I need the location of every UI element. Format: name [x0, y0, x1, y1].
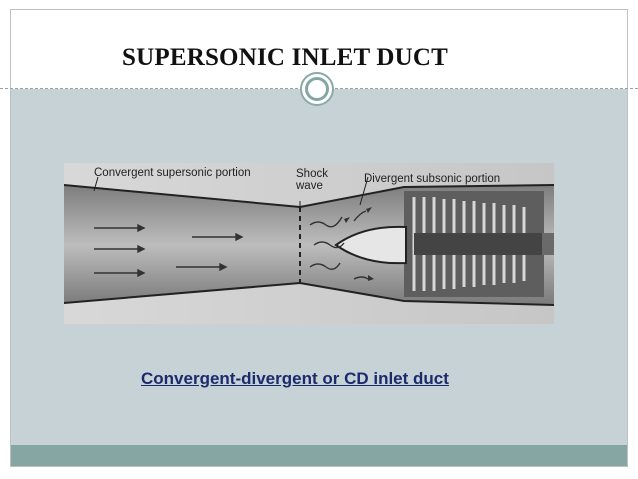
- label-shock-line2: wave: [295, 180, 323, 192]
- duct-upper-wall: [64, 184, 554, 209]
- divergent-pointer: [359, 176, 369, 206]
- subsonic-arrowheads: [344, 207, 374, 281]
- nose-cone: [334, 225, 407, 265]
- label-convergent: Convergent supersonic portion: [94, 167, 251, 179]
- decorative-circle-icon: [300, 72, 334, 106]
- exit-section: [542, 233, 554, 255]
- convergent-pointer: [93, 176, 99, 192]
- flow-arrows-supersonic: [94, 223, 244, 278]
- label-divergent: Divergent subsonic portion: [364, 173, 500, 185]
- label-shock-line1: Shock: [296, 168, 328, 180]
- footer-band: [11, 445, 627, 466]
- inlet-duct-diagram: Convergent supersonic portion Shock wave…: [64, 163, 554, 324]
- flow-arrows-subsonic: [309, 210, 369, 280]
- compressor-shaft: [414, 233, 544, 255]
- slide-title: SUPERSONIC INLET DUCT: [122, 44, 449, 71]
- duct-lower-wall: [64, 281, 554, 306]
- diagram-caption: Convergent-divergent or CD inlet duct: [141, 369, 449, 388]
